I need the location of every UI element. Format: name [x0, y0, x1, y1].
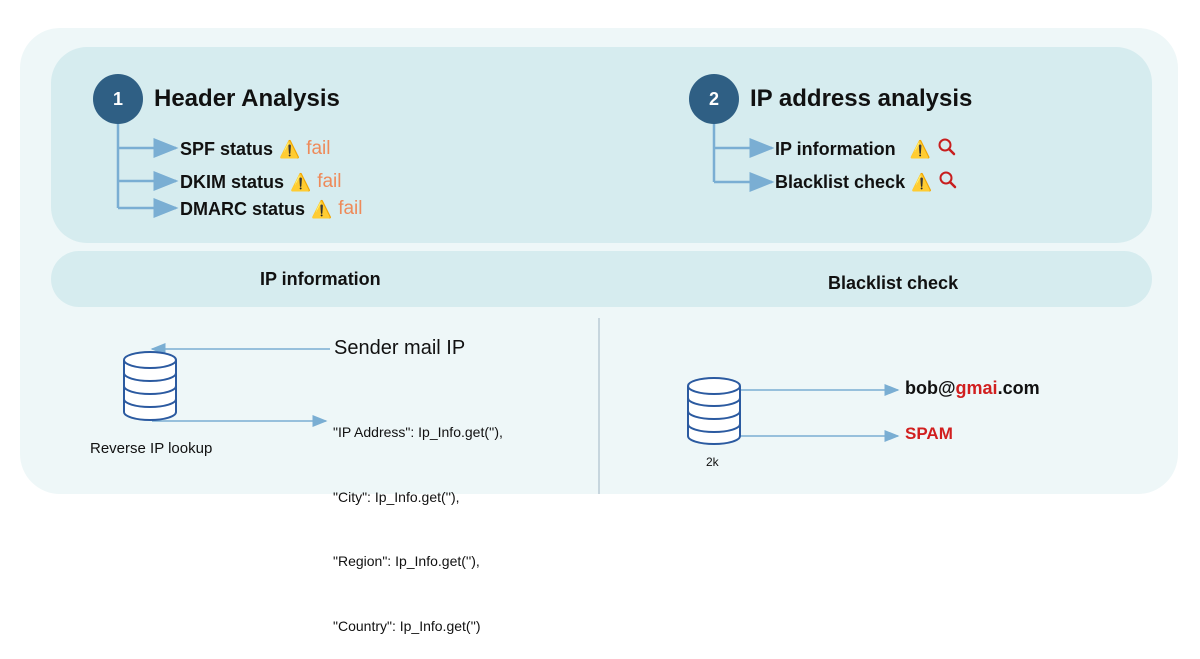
ip-info-fields: "IP Address": Ip_Info.get(''), "City": I…: [333, 379, 503, 659]
warning-icon: ⚠️: [290, 172, 312, 192]
warning-icon: ⚠️: [279, 139, 301, 159]
ip-information-section-title: IP information: [260, 269, 381, 289]
blacklist-check-label: Blacklist check: [775, 172, 906, 192]
dmarc-status-item: DMARC status ⚠️ fail: [180, 198, 362, 220]
database-icon: [687, 377, 741, 445]
spam-verdict: SPAM: [905, 424, 953, 443]
sender-email: bob@gmai.com: [905, 378, 1040, 399]
warning-icon: ⚠️: [909, 140, 931, 159]
magnifier-icon: [938, 170, 958, 195]
city-field: "City": Ip_Info.get(''),: [333, 488, 460, 505]
spf-status-label: SPF status: [180, 138, 274, 159]
dmarc-status-label: DMARC status: [180, 198, 306, 219]
ip-information-item: IP information ⚠️: [775, 137, 957, 162]
magnifier-icon: [937, 137, 957, 162]
blacklist-db-caption: 2k: [706, 455, 719, 469]
spf-status-result: fail: [306, 138, 331, 159]
blacklist-check-item: Blacklist check ⚠️: [775, 170, 958, 195]
database-icon: [123, 351, 177, 421]
spf-status-item: SPF status ⚠️ fail: [180, 138, 331, 160]
step-badge-2: 2: [689, 74, 739, 124]
dmarc-status-result: fail: [338, 198, 363, 219]
header-analysis-title: Header Analysis: [154, 85, 340, 112]
connector-lines: [116, 122, 900, 494]
dkim-status-label: DKIM status: [180, 171, 285, 192]
reverse-ip-lookup-caption: Reverse IP lookup: [90, 440, 213, 457]
country-field: "Country": Ip_Info.get(''): [333, 617, 481, 634]
email-domain: gmai: [955, 378, 998, 398]
ip-analysis-title: IP address analysis: [750, 85, 973, 112]
email-prefix: bob@: [905, 378, 956, 398]
region-field: "Region": Ip_Info.get(''),: [333, 553, 480, 569]
email-suffix: .com: [997, 378, 1040, 398]
section-header-bar: [51, 251, 1152, 307]
sender-mail-ip-label: Sender mail IP: [334, 337, 466, 359]
warning-icon: ⚠️: [911, 173, 933, 192]
step-badge-1: 1: [93, 74, 143, 124]
ip-information-label: IP information: [775, 139, 896, 159]
dkim-status-item: DKIM status ⚠️ fail: [180, 171, 341, 193]
dkim-status-result: fail: [317, 171, 342, 192]
analysis-panel: [51, 47, 1152, 243]
warning-icon: ⚠️: [311, 199, 333, 219]
blacklist-check-section-title: Blacklist check: [828, 273, 959, 293]
ip-address-field: "IP Address": Ip_Info.get(''),: [333, 424, 503, 440]
